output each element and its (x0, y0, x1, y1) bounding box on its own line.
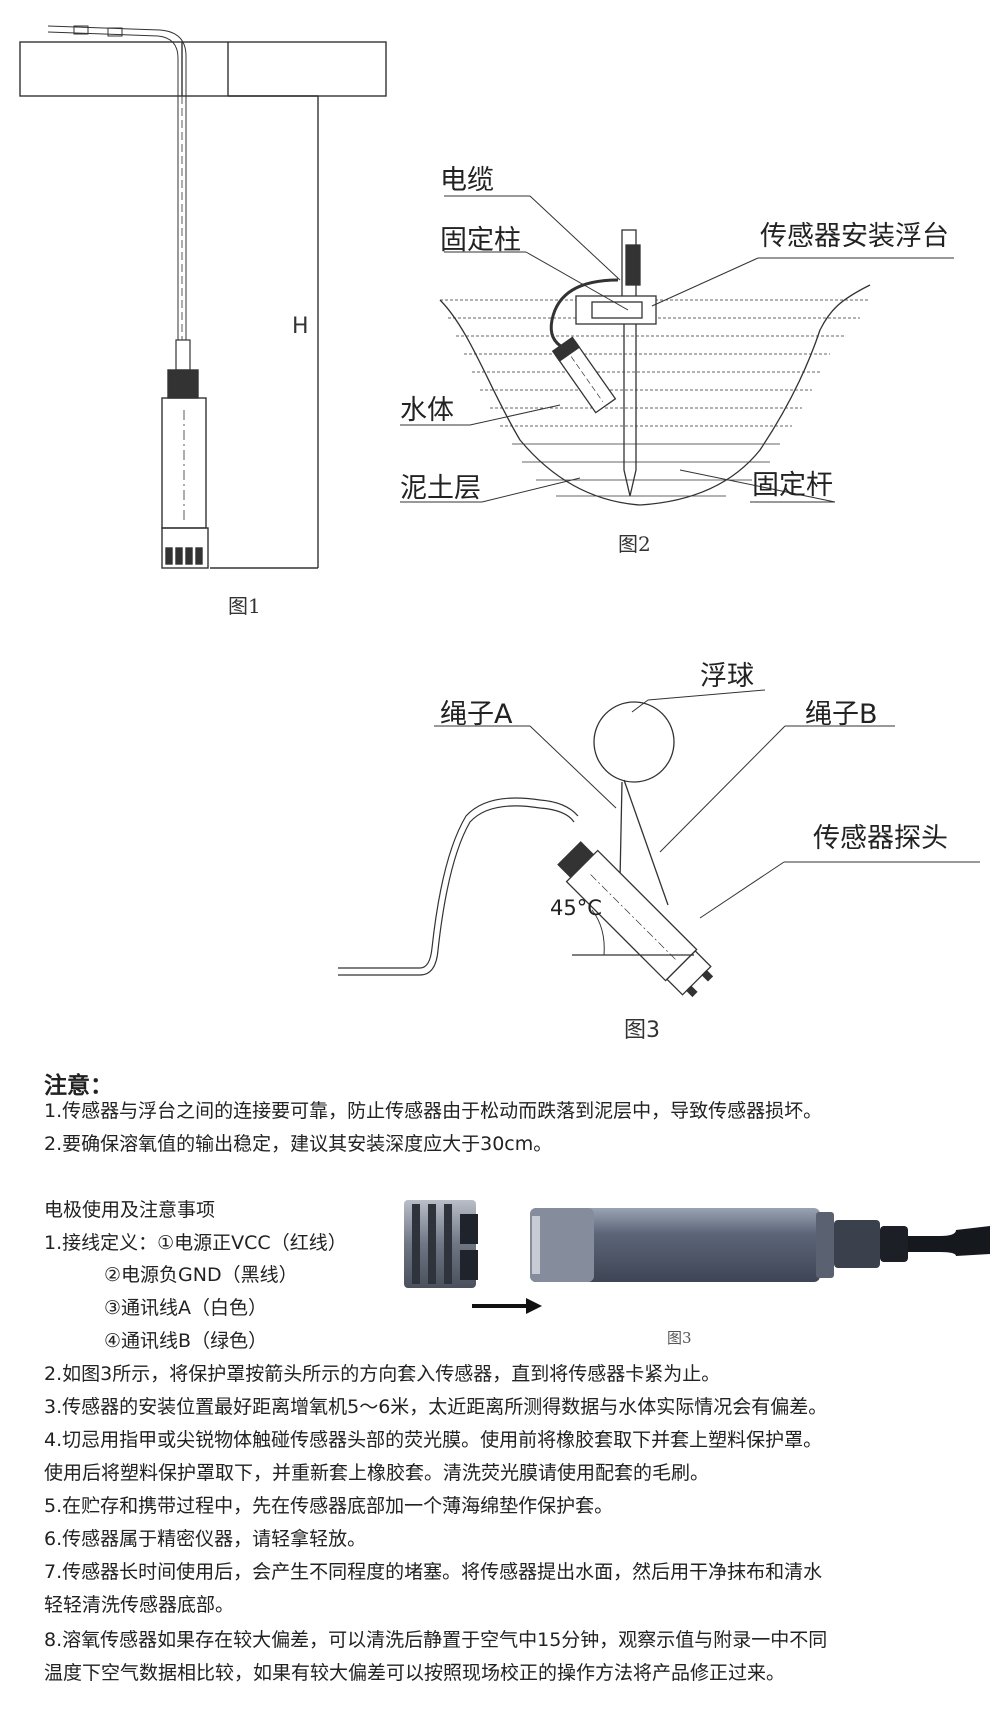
electrode-item-2: 2.如图3所示，将保护罩按箭头所示的方向套入传感器，直到将传感器卡紧为止。 (44, 1363, 721, 1385)
fig3-angle-label: 45°C (550, 896, 602, 920)
fig3-label-rope-a: 绳子A (440, 699, 513, 730)
fig4-caption: 图3 (667, 1329, 692, 1347)
electrode-item-8b: 温度下空气数据相比较，如果有较大偏差可以按照现场校正的操作方法将产品修正过来。 (44, 1662, 786, 1684)
electrode-item-7b: 轻轻清洗传感器底部。 (44, 1594, 235, 1616)
wiring-line-3: ③通讯线A（白色） (104, 1297, 268, 1319)
fig2-caption: 图2 (618, 532, 651, 556)
electrode-heading: 电极使用及注意事项 (44, 1199, 216, 1221)
electrode-item-4b: 使用后将塑料保护罩取下，并重新套上橡胶套。清洗荧光膜请使用配套的毛刷。 (44, 1462, 710, 1484)
fig2-label-cable: 电缆 (440, 165, 494, 196)
wiring-line-4: ④通讯线B（绿色） (104, 1330, 268, 1352)
electrode-item-7a: 7.传感器长时间使用后，会产生不同程度的堵塞。将传感器提出水面，然后用干净抹布和… (44, 1561, 823, 1583)
notice-line-1: 1.传感器与浮台之间的连接要可靠，防止传感器由于松动而跌落到泥层中，导致传感器损… (44, 1100, 823, 1122)
electrode-item-5: 5.在贮存和携带过程中，先在传感器底部加一个薄海绵垫作保护套。 (44, 1495, 614, 1517)
electrode-item-4a: 4.切忌用指甲或尖锐物体触碰传感器头部的荧光膜。使用前将橡胶套取下并套上塑料保护… (44, 1429, 823, 1451)
notice-title: 注意： (44, 1073, 113, 1099)
notice-line-2: 2.要确保溶氧值的输出稳定，建议其安装深度应大于30cm。 (44, 1133, 553, 1155)
protective-cap-image (404, 1200, 478, 1288)
sensor-body-image (530, 1208, 990, 1282)
figure-1-drawing (19, 25, 387, 569)
arrow-icon (472, 1298, 542, 1314)
fig3-label-rope-b: 绳子B (805, 699, 878, 730)
fig2-label-float-platform: 传感器安装浮台 (760, 221, 949, 252)
fig2-label-fixed-post: 固定柱 (440, 225, 521, 256)
fig3-label-probe: 传感器探头 (813, 823, 948, 854)
electrode-item-3: 3.传感器的安装位置最好距离增氧机5～6米，太近距离所测得数据与水体实际情况会有… (44, 1396, 828, 1418)
electrode-item-6: 6.传感器属于精密仪器，请轻拿轻放。 (44, 1528, 367, 1550)
fig1-height-mark: H (292, 314, 309, 339)
fig3-label-float-ball: 浮球 (700, 661, 754, 692)
figure-2-drawing (400, 195, 954, 506)
fig2-label-mud-layer: 泥土层 (400, 473, 481, 504)
electrode-item-8a: 8.溶氧传感器如果存在较大偏差，可以清洗后静置于空气中15分钟，观察示值与附录一… (44, 1629, 828, 1651)
wiring-line-2: ②电源负GND（黑线） (104, 1264, 298, 1286)
fig3-caption: 图3 (624, 1018, 660, 1043)
wiring-line-1: 1.接线定义：①电源正VCC（红线） (44, 1232, 347, 1254)
fig2-label-fixed-rod: 固定杆 (752, 470, 833, 501)
figure-3-drawing (338, 689, 980, 998)
fig2-label-water-body: 水体 (400, 395, 454, 426)
fig1-caption: 图1 (228, 594, 261, 618)
